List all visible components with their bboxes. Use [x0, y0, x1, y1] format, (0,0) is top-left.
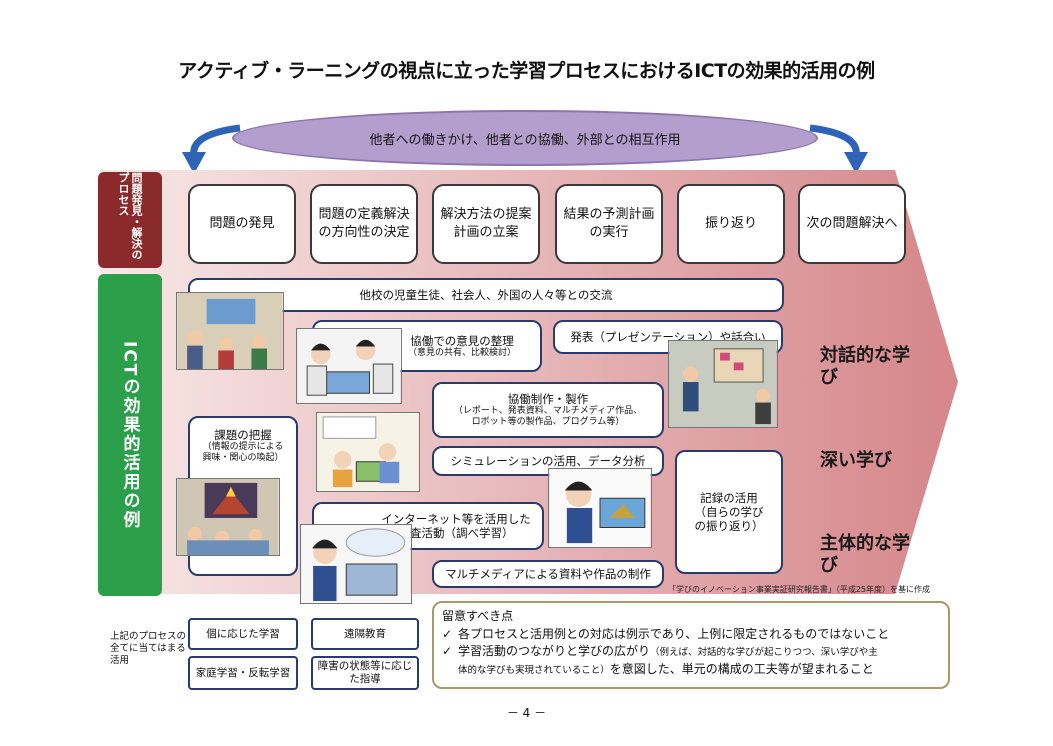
process-label: 問題発見・解決のプロセス	[98, 172, 162, 268]
interaction-ellipse: 他者への働きかけ、他者との協働、外部との相互作用	[232, 110, 818, 166]
step-next: 次の問題解決へ	[798, 184, 906, 264]
individual-learning-box: 個に応じた学習	[188, 618, 298, 650]
presentation-photo	[668, 340, 778, 428]
production-sub1: （レポート、発表資料、マルチメディア作品、	[453, 406, 643, 416]
step-execute: 結果の予測計画の実行	[555, 184, 663, 264]
exchange-text: 他校の児童生徒、社会人、外国の人々等との交流	[359, 288, 613, 302]
home-flipped-learning-box: 家庭学習・反転学習	[188, 656, 298, 690]
grasp-sub1: （情報の提示による	[202, 442, 284, 452]
dialogic-learning-label: 対話的な学び	[820, 345, 910, 388]
simulation-illustration	[548, 468, 652, 548]
cycle-arrows	[182, 124, 868, 174]
check-icon: ✓	[442, 644, 453, 658]
internet-title1: インターネット等を活用した	[381, 512, 531, 526]
notes-item-2: ✓ 学習活動のつながりと学びの広がり（例えば、対話的な学びが起こりつつ、深い学び…	[442, 643, 940, 679]
step-plan: 解決方法の提案計画の立案	[432, 184, 540, 264]
volcano-class-photo	[176, 478, 280, 556]
multimedia-text: マルチメディアによる資料や作品の制作	[445, 567, 651, 581]
disability-support-box: 障害の状態等に応じた指導	[311, 656, 419, 690]
record-box: 記録の活用 （自らの学び の振り返り）	[675, 450, 783, 574]
step-define: 問題の定義解決の方向性の決定	[310, 184, 418, 264]
left-arrowhead-icon	[182, 152, 206, 174]
exchange-box: 他校の児童生徒、社会人、外国の人々等との交流	[188, 278, 784, 312]
notes-item-2-example-b: 体的な学びも実現されていること）	[458, 665, 610, 676]
notes-item-1: ✓ 各プロセスと活用例との対応は例示であり、上例に限定されるものではないこと	[442, 626, 940, 643]
simulation-text: シミュレーションの活用、データ分析	[450, 454, 646, 468]
record-sub1: （自らの学び	[694, 505, 764, 519]
right-arrowhead-icon	[844, 152, 868, 174]
remote-education-box: 遠隔教育	[311, 618, 419, 650]
classroom-exchange-photo	[176, 292, 284, 370]
step-discover: 問題の発見	[188, 184, 296, 264]
grasp-title: 課題の把握	[214, 428, 272, 442]
internet-research-illustration	[300, 524, 412, 604]
grasp-sub2: 興味・関心の喚起）	[202, 453, 284, 463]
check-icon: ✓	[442, 627, 453, 641]
notes-item-2-end: を意図した、単元の構成の工夫等が望まれること	[609, 662, 874, 676]
notes-item-2-example-a: （例えば、対話的な学びが起こりつつ、深い学びや主	[650, 647, 878, 658]
production-box: 協働制作・製作 （レポート、発表資料、マルチメディア作品、 ロボット等の製作品、…	[432, 382, 664, 438]
notes-item-1-text: 各プロセスと活用例との対応は例示であり、上例に限定されるものではないこと	[458, 627, 890, 641]
notes-box: 留意すべき点 ✓ 各プロセスと活用例との対応は例示であり、上例に限定されるもので…	[432, 601, 950, 689]
production-title: 協働制作・製作	[507, 392, 589, 406]
source-note: 「学びのイノベーション事業実証研究報告書」（平成25年度）を基に作成	[668, 585, 931, 594]
organize-sub: （意見の共有、比較検討）	[407, 347, 516, 358]
page-title: アクティブ・ラーニングの視点に立った学習プロセスにおけるICTの効果的活用の例	[178, 60, 875, 82]
internet-title2: 調査活動（調べ学習）	[398, 526, 514, 540]
record-title: 記録の活用	[700, 491, 758, 505]
organize-title: 協働での意見の整理	[410, 333, 514, 348]
proactive-learning-label: 主体的な学び	[820, 533, 910, 576]
notes-item-2-main: 学習活動のつながりと学びの広がり	[458, 644, 651, 658]
bottom-label: 上記のプロセスの全てに当てはまる活用	[110, 631, 187, 666]
record-sub2: の振り返り）	[694, 519, 764, 533]
step-reflect: 振り返り	[677, 184, 785, 264]
group-discussion-illustration	[296, 328, 402, 404]
deep-learning-label: 深い学び	[820, 450, 892, 471]
multimedia-box: マルチメディアによる資料や作品の制作	[432, 560, 664, 588]
page-number: － 4 －	[506, 706, 547, 720]
ict-label: ICTの効果的活用の例	[98, 274, 162, 596]
notes-title: 留意すべき点	[442, 609, 514, 623]
tablet-group-illustration	[316, 412, 420, 492]
production-sub2: ロボット等の製作品、プログラム等）	[471, 417, 625, 427]
